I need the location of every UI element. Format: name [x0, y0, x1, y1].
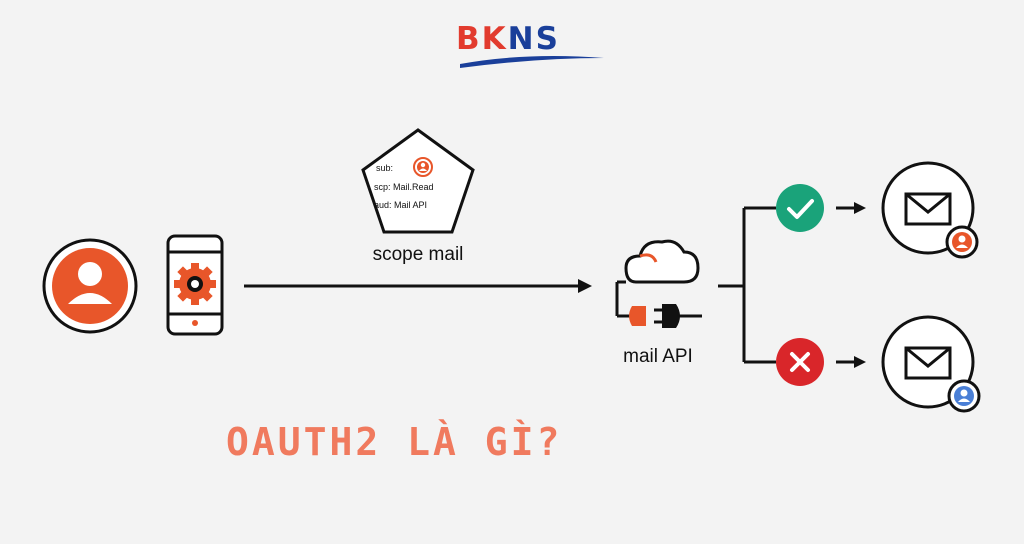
user-icon: [42, 238, 138, 334]
mail-icon: [881, 315, 981, 413]
bkns-logo: BKNS: [456, 22, 606, 72]
logo-text-a: BK: [456, 21, 508, 57]
scope-label: scope mail: [373, 244, 464, 265]
token-pentagon-icon: sub: scp: Mail.Read aud: Mail API: [361, 128, 475, 234]
cross-icon: [776, 338, 824, 386]
logo-swoosh: [460, 56, 604, 68]
phone-gear-icon: [166, 234, 224, 336]
success-arrow: [836, 202, 866, 214]
check-icon: [776, 184, 824, 232]
user-badge-icon: [947, 379, 981, 413]
token-sub-label: sub:: [376, 163, 393, 173]
logo-text-b: NS: [507, 21, 560, 57]
logo-text: BKNS: [456, 22, 560, 56]
page-title: OAUTH2 LÀ GÌ?: [226, 420, 563, 464]
user-badge-icon: [945, 225, 979, 259]
mail-icon: [881, 161, 979, 259]
failure-arrow: [836, 356, 866, 368]
api-label: mail API: [623, 346, 693, 367]
token-aud-label: aud: Mail API: [374, 200, 427, 210]
branch-connector: [718, 206, 776, 364]
token-scp-label: scp: Mail.Read: [374, 182, 434, 192]
cloud-plug-icon: [615, 239, 702, 328]
request-arrow: [244, 279, 592, 293]
